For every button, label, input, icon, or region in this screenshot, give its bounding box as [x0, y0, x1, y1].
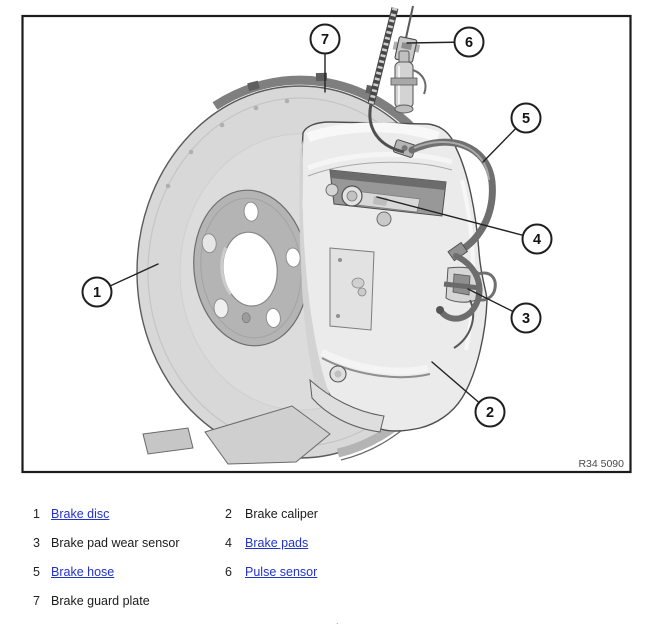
callout-1: 1 — [81, 263, 159, 308]
legend-number-2: 2 — [225, 507, 232, 521]
legend-row: 5 Brake hose 6 Pulse sensor — [33, 565, 633, 580]
label-brake-caliper: Brake caliper — [245, 507, 318, 521]
callout-6-number: 6 — [465, 35, 473, 51]
brake-pads-window — [329, 169, 447, 217]
link-brake-hose[interactable]: Brake hose — [51, 565, 115, 579]
label-brake-pad-wear-sensor: Brake pad wear sensor — [51, 536, 180, 550]
callout-2: 2 — [431, 361, 506, 428]
link-pulse-sensor[interactable]: Pulse sensor — [245, 565, 318, 579]
brake-caliper — [299, 121, 488, 433]
callout-3: 3 — [467, 288, 542, 334]
wheel-hub — [193, 189, 309, 347]
callouts: 1 2 3 4 — [81, 23, 553, 428]
legend-number-1: 1 — [33, 507, 40, 521]
callout-5: 5 — [482, 102, 542, 163]
callout-7: 7 — [309, 23, 341, 93]
legend-number-5: 5 — [33, 565, 40, 579]
callout-3-number: 3 — [522, 311, 530, 327]
legend-row: 1 Brake disc 2 Brake caliper — [33, 507, 633, 522]
caliper-carrier — [142, 405, 331, 465]
pulse-sensor — [367, 5, 427, 154]
legend-row: 3 Brake pad wear sensor 4 Brake pads — [33, 536, 633, 551]
brake-assembly-svg: 1 2 3 4 — [21, 5, 632, 474]
label-brake-guard-plate: Brake guard plate — [51, 594, 150, 608]
callout-2-number: 2 — [486, 405, 494, 421]
callout-7-number: 7 — [321, 32, 329, 48]
disc-vent-holes — [165, 98, 290, 189]
legend-number-6: 6 — [225, 565, 232, 579]
brake-pad-wear-sensor — [443, 266, 497, 349]
legend-number-3: 3 — [33, 536, 40, 550]
callout-6: 6 — [406, 26, 485, 58]
callout-1-number: 1 — [93, 285, 101, 301]
legend-row: 7 Brake guard plate — [33, 594, 633, 609]
callout-4: 4 — [376, 196, 553, 255]
legend-number-7: 7 — [33, 594, 40, 608]
legend-number-4: 4 — [225, 536, 232, 550]
stray-mark: . — [336, 616, 339, 626]
link-brake-disc[interactable]: Brake disc — [51, 507, 110, 521]
brake-assembly-figure: 1 2 3 4 — [21, 5, 632, 474]
hub-bolt-holes — [201, 201, 301, 328]
callout-5-number: 5 — [522, 111, 530, 127]
brake-hose — [392, 138, 496, 322]
link-brake-pads[interactable]: Brake pads — [245, 536, 309, 550]
callout-4-number: 4 — [533, 232, 541, 248]
legend: 1 Brake disc 2 Brake caliper 3 Brake pad… — [33, 507, 633, 623]
figure-code: R34 5090 — [578, 458, 624, 470]
